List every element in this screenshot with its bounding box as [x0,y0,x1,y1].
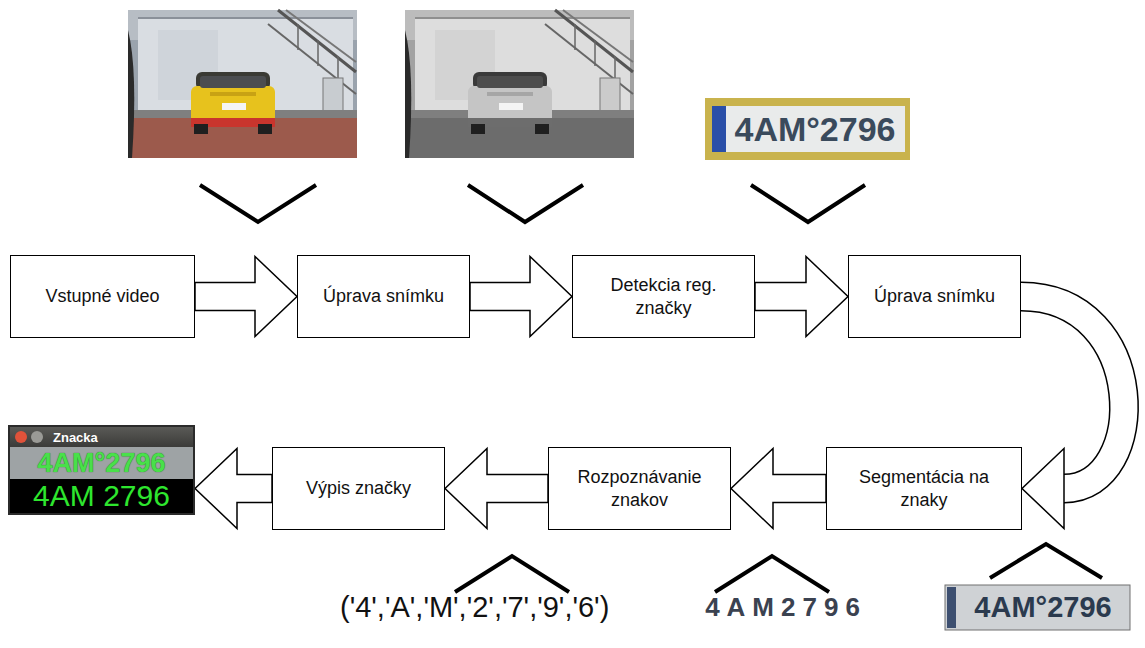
flow-arrow [445,449,548,529]
step-label: Úprava snímku [315,285,452,308]
process-box: Vstupné video [10,255,195,338]
process-box: Segmentácia na znaky [826,447,1022,530]
color-photo [128,10,357,158]
window-title: Znacka [53,430,98,445]
flow-arrow [755,257,848,337]
step-label: Rozpoznávanie znakov [549,466,730,511]
down-chevron [200,185,865,222]
character-tuple: ('4','A','M','2','7','9','6') [340,593,609,622]
grayscale-photo [405,10,634,158]
process-box: Detekcia reg. značky [572,255,755,338]
segmented-characters: 4AM2796 [705,594,867,620]
plate-text: 4AM°2796 [38,448,166,479]
flow-arrow [195,449,272,529]
plate-crop [705,98,910,160]
process-box: Úprava snímku [297,255,470,338]
step-label: Segmentácia na znaky [827,466,1021,511]
minimize-button [31,431,43,443]
close-button [15,431,27,443]
result-row: 4AM 2796 [10,479,193,513]
process-box: Úprava snímku [848,255,1021,338]
flow-arrow [731,449,826,529]
step-label: Vstupné video [37,285,167,308]
flow-arrow [1021,297,1124,529]
flow-arrow [195,257,297,337]
process-box: Rozpoznávanie znakov [548,447,731,530]
step-label: Detekcia reg. značky [573,274,754,319]
step-label: Úprava snímku [866,285,1003,308]
plate-text: 4AM 2796 [33,479,170,513]
plate-text: 4AM°2796 [974,593,1111,622]
plate-row: 4AM°2796 [10,447,193,479]
plate-adjusted [945,585,1130,630]
up-caret [455,544,1102,592]
process-box: Výpis značky [272,447,445,530]
flow-arrow [470,257,572,337]
output-window: Znacka 4AM°27964AM 2796 [8,425,195,515]
plate-text: 4AM°2796 [734,112,895,146]
step-label: Výpis značky [298,477,419,500]
title-bar: Znacka [10,427,193,447]
